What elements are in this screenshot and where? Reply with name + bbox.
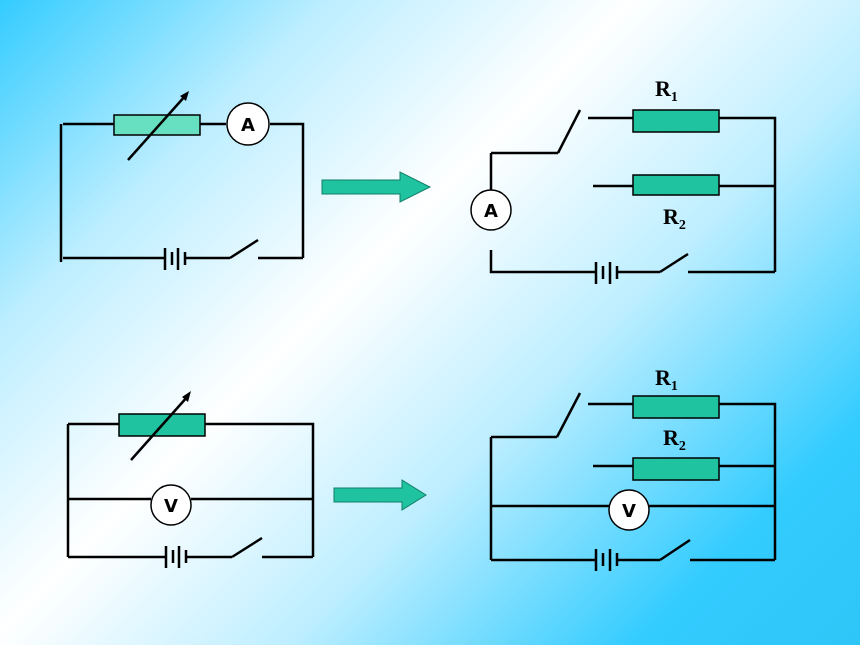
- voltmeter: V: [150, 484, 192, 526]
- circuit-parallel-ammeter: R1 R2 A: [470, 76, 777, 284]
- ammeter: A: [470, 189, 512, 231]
- battery: [594, 549, 619, 571]
- resistor-r2: [632, 457, 720, 481]
- label-r1: R1: [655, 76, 678, 105]
- circuit-1-wires: [59, 122, 305, 262]
- ammeter-label: A: [241, 115, 255, 136]
- circuit-rheostat-ammeter: A: [59, 91, 305, 270]
- transform-arrow-1: [321, 171, 432, 203]
- circuit-parallel-voltmeter: R1 R2 V: [489, 365, 777, 571]
- switch: [231, 536, 263, 559]
- voltmeter-label: V: [622, 501, 636, 522]
- label-r1: R1: [655, 365, 678, 394]
- switch: [659, 538, 691, 562]
- ammeter-label: A: [484, 201, 498, 222]
- ammeter: A: [226, 102, 270, 146]
- resistor-r1: [632, 109, 720, 133]
- circuit-rheostat-voltmeter: V: [66, 391, 315, 568]
- rheostat-arrow-head: [182, 391, 191, 402]
- voltmeter: V: [608, 489, 650, 531]
- rheostat-arrow-head: [180, 91, 189, 101]
- rheostat-arrow: [130, 395, 189, 461]
- resistor-r2: [632, 174, 720, 196]
- switch: [659, 252, 689, 274]
- circuit-3-wires: [66, 422, 315, 559]
- switch: [229, 238, 259, 260]
- resistor-r1: [632, 395, 720, 419]
- rheostat-resistor: [113, 114, 201, 136]
- transform-arrow-2: [333, 479, 427, 511]
- branch-switch: [555, 392, 582, 438]
- battery: [163, 248, 187, 270]
- battery: [164, 546, 188, 568]
- voltmeter-label: V: [164, 496, 178, 517]
- branch-switch: [556, 109, 582, 154]
- rheostat-arrow: [127, 94, 187, 161]
- battery: [594, 262, 619, 284]
- circuit-4-wires: [489, 402, 777, 562]
- label-r2: R2: [663, 425, 686, 454]
- label-r2: R2: [663, 204, 686, 233]
